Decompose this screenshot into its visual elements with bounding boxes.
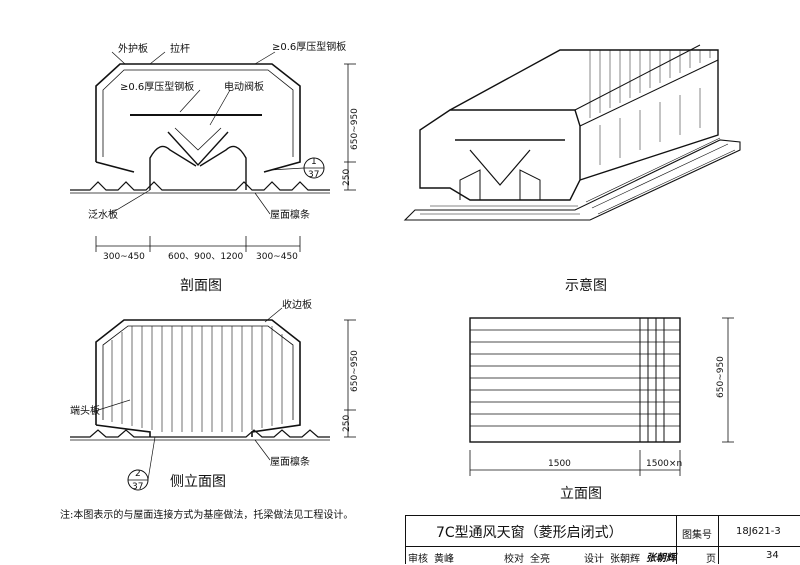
elevation-view [469,317,734,476]
title-main: 7C型通风天窗（菱形启闭式） [436,525,623,541]
side-ref-num: 2 [135,469,141,479]
section-valve [167,131,229,167]
review-label: 审核 [408,554,428,565]
label-electric-valve: 电动阀板 [224,82,264,93]
caption-section: 剖面图 [180,278,222,294]
side-ref-page: 37 [132,482,144,492]
label-flashing: 泛水板 [88,210,118,221]
dim-elevation-height: 650~950 [716,356,726,398]
section-view [70,51,356,252]
dim-section-height: 650~950 [350,108,360,150]
label-purlin-section: 屋面檩条 [270,210,310,221]
section-ref-num: 1 [311,157,317,167]
section-outer-shell [95,63,301,173]
elevation-frame [469,317,681,443]
reviewer: 黄峰 [434,554,454,565]
title-block: 7C型通风天窗（菱形启闭式） 图集号 18J621-3 审核 黄峰 校对 全亮 … [405,515,800,565]
caption-side: 侧立面图 [170,474,226,490]
caption-schematic: 示意图 [565,278,607,294]
atlas-no: 18J621-3 [736,526,781,537]
page-no: 34 [766,550,779,561]
caption-elevation: 立面图 [560,486,602,502]
atlas-label: 图集号 [682,530,712,541]
dim-mid-width: 600、900、1200 [168,252,244,262]
dim-left-width: 300~450 [103,252,145,262]
designer: 张朝辉 [610,554,640,565]
section-ref-page: 37 [308,170,320,180]
label-steel-sheet-inner: ≥0.6厚压型钢板 [120,82,195,93]
designer-signature: 张朝辉 [646,553,676,564]
side-roof-profile [70,429,330,438]
checker: 全亮 [530,554,550,565]
dim-section-base: 250 [342,168,352,186]
label-outer-panel: 外护板 [118,44,148,55]
design-label: 设计 [584,554,604,565]
dim-side-base: 250 [342,414,352,432]
label-steel-sheet-top: ≥0.6厚压型钢板 [272,42,347,53]
note-text: 注:本图表示的与屋面连接方式为基座做法，托梁做法见工程设计。 [60,510,354,521]
section-roof-profile [70,181,330,191]
label-edge-plate: 收边板 [282,300,312,311]
schematic-base [403,139,741,221]
schematic-box [419,109,581,201]
label-end-plate: 端头板 [70,406,100,417]
dim-side-height: 650~950 [350,350,360,392]
label-tie-rod: 拉杆 [170,44,190,55]
check-label: 校对 [504,554,524,565]
schematic-view [403,44,741,221]
side-view [70,307,356,491]
dim-right-width: 300~450 [256,252,298,262]
page-label: 页 [706,554,716,565]
side-outer-shell [95,319,301,437]
dim-elevation-width-a: 1500 [548,459,571,469]
dim-elevation-width-b: 1500×n [646,459,683,469]
label-purlin-side: 屋面檩条 [270,457,310,468]
